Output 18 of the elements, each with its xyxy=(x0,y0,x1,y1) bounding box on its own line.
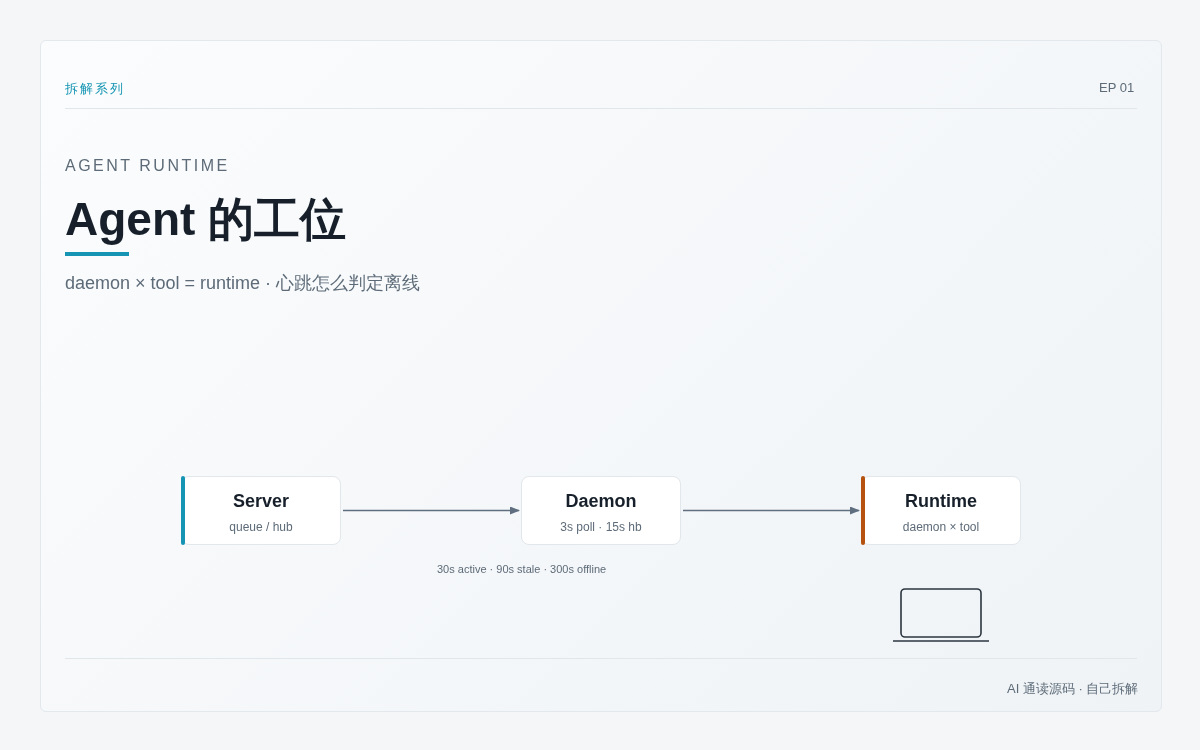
episode-label: EP 01 xyxy=(1099,80,1135,95)
node-title: Daemon xyxy=(564,491,638,512)
process-box xyxy=(181,476,341,545)
subtitle: daemon × tool = runtime · 心跳怎么判定离线 xyxy=(65,272,421,295)
process-box xyxy=(861,476,1021,545)
title: Agent 的工位 xyxy=(65,192,347,247)
node-subtitle: 3s poll · 15s hb xyxy=(559,520,643,534)
process-box xyxy=(521,476,681,545)
arrow xyxy=(682,506,860,515)
node-subtitle: daemon × tool xyxy=(901,520,981,534)
arrow xyxy=(342,506,520,515)
node-title: Server xyxy=(231,491,291,512)
footer-note: AI 通读源码 · 自己拆解 xyxy=(1007,680,1139,698)
node-title: Runtime xyxy=(904,491,978,512)
threshold-note: 30s active · 90s stale · 300s offline xyxy=(437,563,607,575)
node-subtitle: queue / hub xyxy=(228,520,294,534)
section-label: AGENT RUNTIME xyxy=(65,157,230,175)
series-label: 拆解系列 xyxy=(65,80,125,98)
